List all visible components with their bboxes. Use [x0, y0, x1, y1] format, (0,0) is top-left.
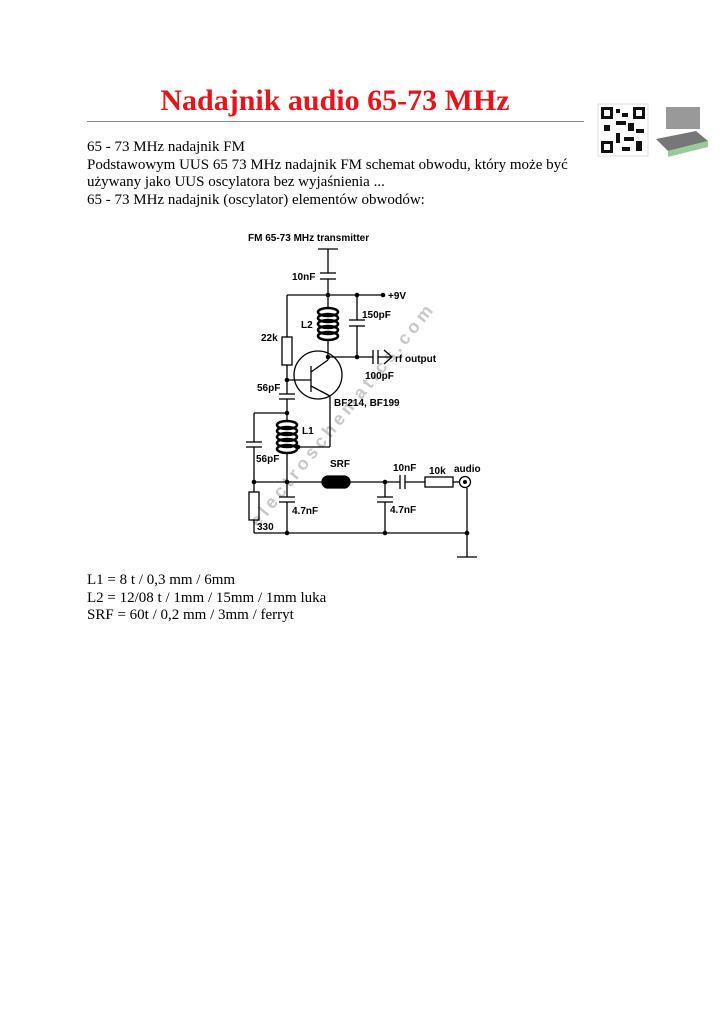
label-c-150: 150pF	[362, 310, 391, 321]
intro-line: używany jako UUS oscylatora bez wyjaśnie…	[87, 174, 385, 190]
spec-line: L1 = 8 t / 0,3 mm / 6mm	[87, 572, 236, 588]
page-title: Nadajnik audio 65-73 MHz	[160, 84, 510, 117]
title-divider	[87, 121, 584, 122]
label-r-22k: 22k	[261, 333, 278, 344]
intro-line: 65 - 73 MHz nadajnik (oscylator) element…	[87, 191, 425, 208]
label-srf: SRF	[330, 459, 350, 470]
intro-line: Podstawowym UUS 65 73 MHz nadajnik FM sc…	[87, 156, 568, 173]
spec-line: SRF = 60t / 0,2 mm / 3mm / ferryt	[87, 607, 294, 623]
label-c-100: 100pF	[365, 371, 394, 382]
label-c-47a: 4.7nF	[292, 506, 318, 517]
label-c-top: 10nF	[292, 272, 315, 283]
label-r-10k: 10k	[429, 466, 446, 477]
intro-line: 65 - 73 MHz nadajnik FM	[87, 139, 245, 155]
label-l1: L1	[302, 426, 314, 437]
label-transistor: BF214, BF199	[334, 398, 400, 409]
spec-line: L2 = 12/08 t / 1mm / 15mm / 1mm luka	[87, 589, 327, 606]
label-c-56a: 56pF	[257, 383, 280, 394]
label-supply: +9V	[388, 291, 406, 302]
label-rf-output: rf output	[395, 354, 437, 365]
label-l2: L2	[301, 320, 313, 331]
schematic-title: FM 65-73 MHz transmitter	[248, 233, 369, 244]
label-audio: audio	[454, 464, 481, 475]
label-c-56b: 56pF	[256, 454, 279, 465]
qr-code-and-product-thumbnail[interactable]	[596, 101, 710, 159]
label-c-47b: 4.7nF	[390, 505, 416, 516]
label-r-330: 330	[257, 522, 274, 533]
label-c-10n: 10nF	[393, 463, 416, 474]
